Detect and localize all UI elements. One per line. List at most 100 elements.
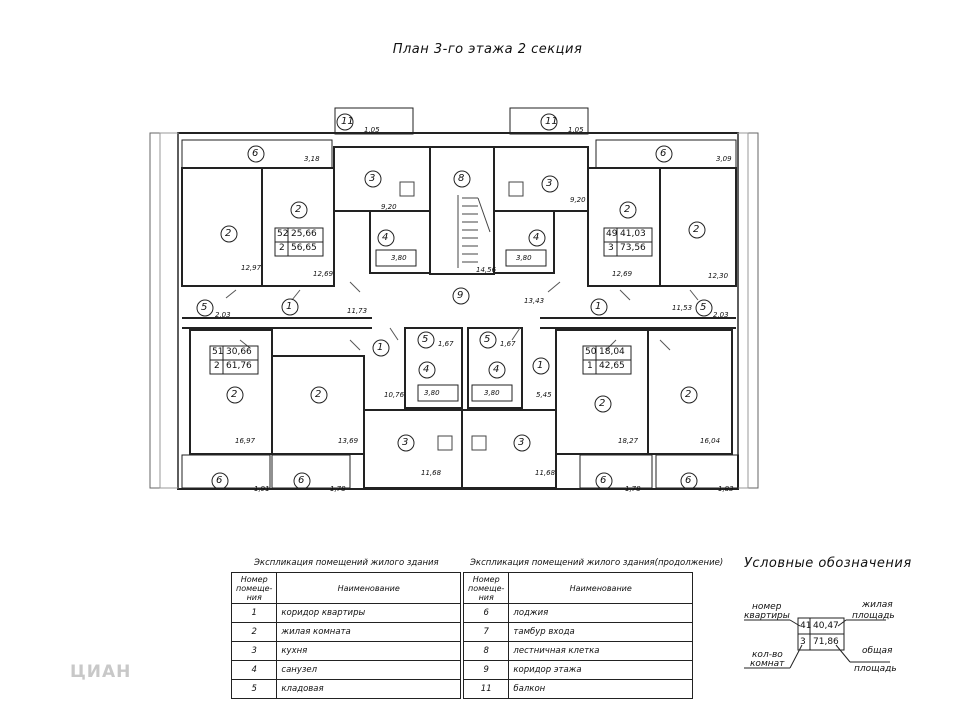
room-number-label: 4 bbox=[382, 232, 389, 243]
table1-col-name: Наименование bbox=[276, 572, 461, 604]
table1-caption: Экспликация помещений жилого здания bbox=[254, 558, 439, 568]
row-name: жилая комната bbox=[276, 622, 461, 642]
apartment-50-total-area: 42,65 bbox=[599, 361, 625, 371]
room-number-label: 11 bbox=[341, 116, 354, 127]
room-number-label: 1 bbox=[286, 301, 293, 312]
room-area-label: 10,76 bbox=[384, 391, 405, 399]
table1-col-num: Номер помеще-ния bbox=[230, 572, 278, 604]
room-number-label: 6 bbox=[660, 148, 667, 159]
room-number-label: 2 bbox=[225, 228, 232, 239]
apartment-51-rooms: 2 bbox=[214, 361, 220, 371]
apartment-49-number: 49 bbox=[606, 229, 618, 239]
room-number-label: 5 bbox=[484, 334, 491, 345]
row-num: 3 bbox=[230, 641, 278, 661]
room-area-label: 1,91 bbox=[254, 485, 270, 493]
row-name: коридор квартиры bbox=[276, 603, 461, 623]
room-number-label: 2 bbox=[693, 224, 700, 235]
room-number-label: 6 bbox=[685, 475, 692, 486]
room-area-label: 11,53 bbox=[672, 304, 693, 312]
room-area-label: 12,69 bbox=[612, 270, 633, 278]
row-name: тамбур входа bbox=[508, 622, 693, 642]
apartment-50-living-area: 18,04 bbox=[599, 347, 625, 357]
room-area-label: 3,18 bbox=[304, 155, 320, 163]
apartment-49-rooms: 3 bbox=[608, 243, 614, 253]
room-area-label: 9,20 bbox=[570, 196, 586, 204]
table2-col-num: Номер помеще-ния bbox=[462, 572, 510, 604]
row-num: 11 bbox=[462, 679, 510, 699]
apartment-51-number: 51 bbox=[212, 347, 224, 357]
room-markers bbox=[196, 113, 713, 490]
legend-title: Условные обозначения bbox=[744, 556, 912, 571]
room-number-label: 4 bbox=[493, 364, 500, 375]
room-area-label: 3,80 bbox=[516, 254, 532, 262]
room-number-label: 9 bbox=[457, 290, 464, 301]
room-number-label: 4 bbox=[423, 364, 430, 375]
room-number-label: 6 bbox=[600, 475, 607, 486]
row-name: коридор этажа bbox=[508, 660, 693, 680]
legend-sample-num: 41 bbox=[800, 621, 812, 631]
row-name: кладовая bbox=[276, 679, 461, 699]
room-number-label: 3 bbox=[546, 178, 553, 189]
apartment-51-total-area: 61,76 bbox=[226, 361, 252, 371]
legend-living-label-1: жилая bbox=[862, 600, 893, 610]
room-number-label: 2 bbox=[624, 204, 631, 215]
room-area-label: 11,73 bbox=[347, 307, 368, 315]
room-area-label: 16,97 bbox=[235, 437, 256, 445]
room-area-label: 13,69 bbox=[338, 437, 359, 445]
room-area-label: 12,30 bbox=[708, 272, 729, 280]
legend-total-label-1: общая bbox=[862, 646, 893, 656]
room-number-label: 6 bbox=[216, 475, 223, 486]
room-number-label: 1 bbox=[377, 342, 384, 353]
room-area-label: 2,03 bbox=[713, 311, 729, 319]
room-area-label: 3,80 bbox=[391, 254, 407, 262]
room-area-label: 3,09 bbox=[716, 155, 732, 163]
legend-diagram bbox=[744, 617, 890, 669]
room-area-label: 5,45 bbox=[536, 391, 552, 399]
apartment-52-living-area: 25,66 bbox=[291, 229, 317, 239]
room-number-label: 6 bbox=[298, 475, 305, 486]
legend-living-label-2: площадь bbox=[852, 611, 895, 621]
room-area-label: 13,43 bbox=[524, 297, 545, 305]
room-number-label: 2 bbox=[685, 389, 692, 400]
room-area-label: 1,05 bbox=[568, 126, 584, 134]
legend-rooms-label-2: комнат bbox=[750, 659, 785, 669]
room-number-label: 2 bbox=[295, 204, 302, 215]
row-name: лестничная клетка bbox=[508, 641, 693, 661]
room-area-label: 11,68 bbox=[535, 469, 556, 477]
row-num: 1 bbox=[230, 603, 278, 623]
room-area-label: 2,03 bbox=[215, 311, 231, 319]
row-num: 7 bbox=[462, 622, 510, 642]
legend-sample-total: 71,86 bbox=[813, 637, 839, 647]
table2-caption: Экспликация помещений жилого здания(прод… bbox=[470, 558, 724, 568]
apartment-50-number: 50 bbox=[585, 347, 597, 357]
row-name: балкон bbox=[508, 679, 693, 699]
table2-col-name: Наименование bbox=[508, 572, 693, 604]
row-name: кухня bbox=[276, 641, 461, 661]
apartment-51-living-area: 30,66 bbox=[226, 347, 252, 357]
apartment-50-rooms: 1 bbox=[587, 361, 593, 371]
legend-total-label-2: площадь bbox=[854, 664, 897, 674]
room-area-label: 3,80 bbox=[424, 389, 440, 397]
row-num: 4 bbox=[230, 660, 278, 680]
room-area-label: 16,04 bbox=[700, 437, 721, 445]
room-number-label: 3 bbox=[369, 173, 376, 184]
room-area-label: 14,56 bbox=[476, 266, 497, 274]
page-title: План 3-го этажа 2 секция bbox=[392, 42, 583, 57]
room-number-label: 2 bbox=[231, 389, 238, 400]
legend-apt-num-label-2: квартиры bbox=[744, 611, 790, 621]
row-num: 5 bbox=[230, 679, 278, 699]
legend-sample-living: 40,47 bbox=[813, 621, 839, 631]
watermark: ЦИАН bbox=[70, 662, 132, 682]
room-area-label: 1,05 bbox=[364, 126, 380, 134]
room-area-label: 11,68 bbox=[421, 469, 442, 477]
room-area-label: 3,80 bbox=[484, 389, 500, 397]
apartment-49-total-area: 73,56 bbox=[620, 243, 646, 253]
